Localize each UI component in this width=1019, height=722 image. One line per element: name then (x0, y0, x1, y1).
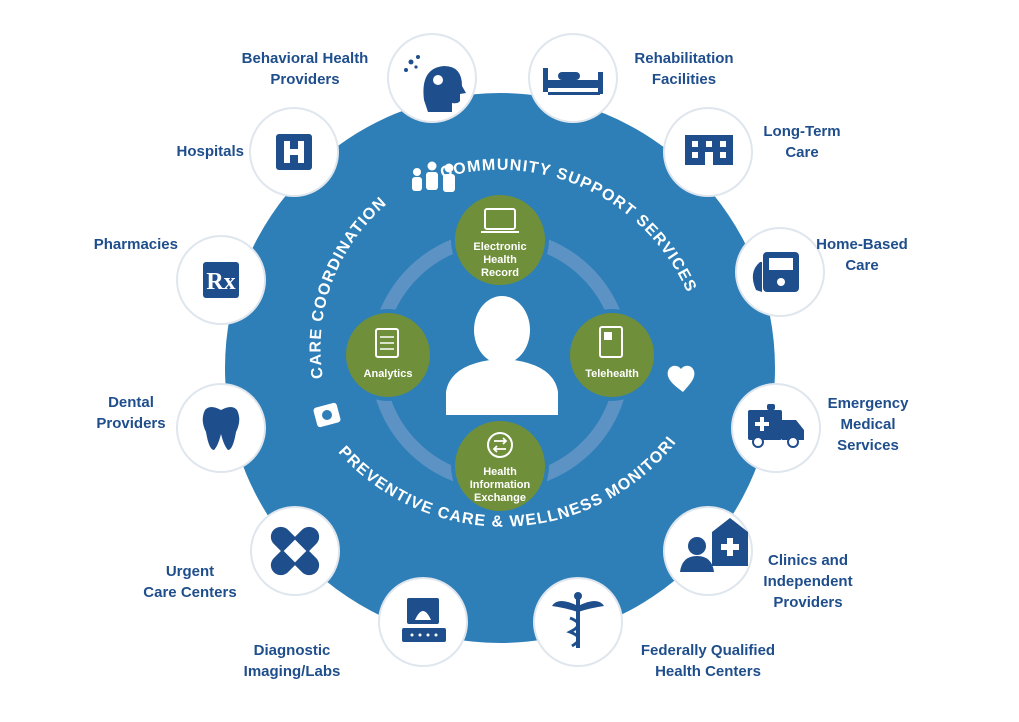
caduceus-icon (552, 592, 604, 648)
hie-line-3: Exchange (474, 492, 526, 504)
ehr-line-1: Electronic (473, 241, 526, 253)
hospital-bed-icon (543, 68, 603, 95)
ehr-line-2: Health (483, 254, 517, 266)
analytics-label: Analytics (364, 368, 413, 380)
report-icon (375, 328, 399, 358)
telehealth-label: Telehealth (585, 368, 639, 380)
first-aid-kit-icon (313, 402, 341, 428)
pharmacies-label: Pharmacies (93, 236, 178, 253)
hospitals-label: Hospitals (176, 143, 244, 160)
family-icon (412, 161, 455, 192)
blood-pressure-monitor-icon (752, 252, 799, 292)
head-brain-icon (404, 55, 466, 112)
tooth-icon (202, 407, 240, 450)
hie-line-1: Health (483, 466, 517, 478)
analytics-hub[interactable]: Analytics (342, 309, 434, 401)
nurse-clinic-icon (680, 518, 748, 572)
bandage-icon (270, 526, 320, 576)
rx-icon: Rx (203, 262, 239, 298)
ambulance-icon (748, 404, 804, 448)
telehealth-hub[interactable]: Telehealth (566, 309, 658, 401)
ultrasound-machine-icon (402, 598, 446, 642)
heart-icon (667, 365, 695, 392)
ehr-line-3: Record (481, 267, 519, 279)
ehr-hub[interactable]: Electronic Health Record (451, 191, 549, 289)
hospital-h-icon (276, 134, 312, 170)
hie-line-2: Information (470, 479, 531, 491)
building-icon (685, 135, 733, 165)
tablet-icon (599, 326, 623, 358)
exchange-icon (487, 432, 513, 458)
laptop-icon (484, 208, 516, 230)
patient-icon (446, 296, 558, 415)
hie-hub[interactable]: Health Information Exchange (451, 417, 549, 515)
svg-text:Rx: Rx (206, 269, 235, 295)
